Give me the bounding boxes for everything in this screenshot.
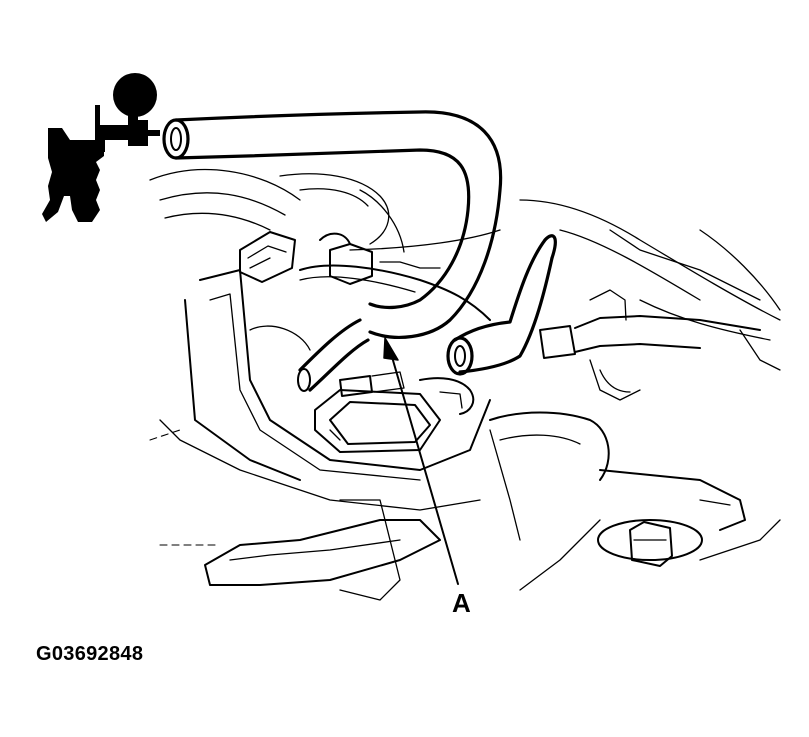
- lower-pipes: [297, 318, 405, 397]
- vacuum-pump-tool: [42, 73, 160, 222]
- lower-frame: [149, 429, 441, 601]
- pump-handle: [42, 128, 104, 222]
- callout-leader-a: [383, 337, 459, 585]
- disconnected-hose: [446, 234, 557, 376]
- vacuum-test-hose: [162, 110, 503, 339]
- engine-bracket: [159, 269, 610, 541]
- callout-label-a: A: [452, 588, 471, 618]
- electrical-connectors: [239, 229, 501, 321]
- mounting-bolt: [519, 469, 781, 591]
- right-hose-fitting: [539, 289, 761, 401]
- purge-control-valve: [314, 377, 475, 453]
- vacuum-gauge: [113, 73, 157, 117]
- engine-background: [149, 169, 781, 371]
- figure-id: G03692848: [36, 643, 144, 665]
